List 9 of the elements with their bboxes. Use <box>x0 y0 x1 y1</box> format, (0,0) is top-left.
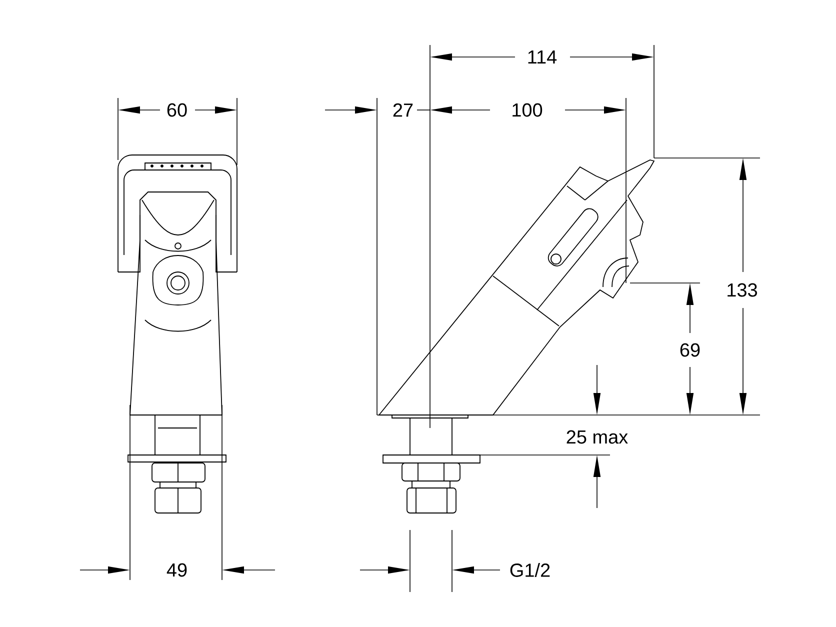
dimension-label: G1/2 <box>510 563 550 577</box>
dimension-label: 133 <box>728 283 757 297</box>
dimension-label: 60 <box>167 103 187 117</box>
dimension-label: 100 <box>512 103 542 117</box>
dimension-label: 25 max <box>566 430 628 444</box>
dimension-label: 69 <box>680 343 700 357</box>
dimension-label: 49 <box>166 563 187 577</box>
dimension-label: 114 <box>528 50 557 64</box>
dimension-label: 27 <box>393 103 413 117</box>
